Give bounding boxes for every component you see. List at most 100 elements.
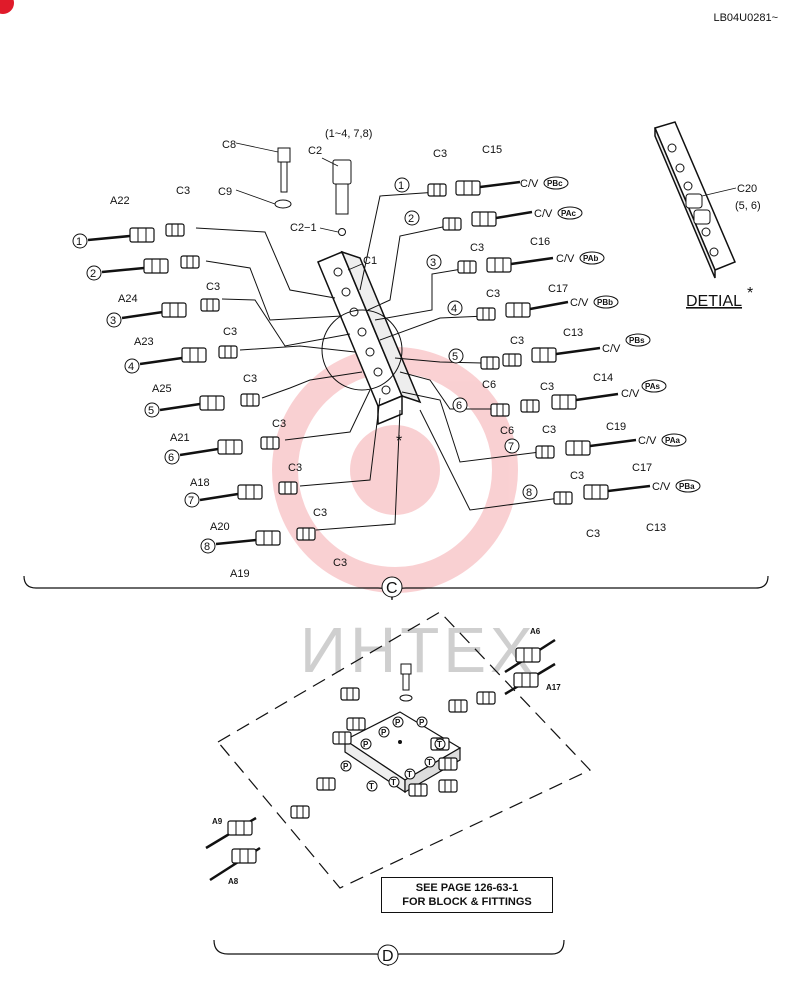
svg-text:A18: A18	[190, 477, 210, 489]
svg-text:A24: A24	[118, 293, 138, 305]
d-hoses	[205, 638, 556, 882]
svg-text:C3: C3	[243, 373, 257, 385]
svg-text:C/V: C/V	[556, 253, 575, 265]
label-c20-qty: (5, 6)	[735, 200, 761, 212]
svg-text:C/V: C/V	[638, 435, 657, 447]
svg-text:5: 5	[452, 351, 458, 363]
left-hose-labels: A22 A24 A23 A25 A21 A18 A20 A19	[110, 195, 250, 580]
svg-text:T: T	[427, 758, 432, 767]
svg-text:C3: C3	[486, 288, 500, 300]
left-port-numbers: 1 2 3 4 5 6 7 8	[72, 233, 216, 554]
svg-text:C3: C3	[540, 381, 554, 393]
svg-text:PBb: PBb	[597, 298, 613, 307]
svg-text:C17: C17	[548, 283, 568, 295]
svg-text:7: 7	[508, 441, 514, 453]
svg-text:1: 1	[76, 236, 82, 248]
svg-text:2: 2	[90, 268, 96, 280]
svg-text:C13: C13	[563, 327, 583, 339]
svg-text:C13: C13	[646, 522, 666, 534]
svg-text:A23: A23	[134, 336, 154, 348]
svg-text:2: 2	[408, 213, 414, 225]
detail-block	[653, 121, 737, 279]
label-a17: A17	[546, 683, 561, 692]
svg-text:P: P	[363, 740, 369, 749]
svg-text:5: 5	[148, 405, 154, 417]
svg-text:C3: C3	[176, 185, 190, 197]
label-a6: A6	[530, 627, 541, 636]
svg-text:4: 4	[128, 361, 134, 373]
d-fittings	[290, 663, 496, 819]
manifold-block	[317, 250, 422, 426]
section-d-letter: D	[382, 948, 394, 965]
svg-text:C3: C3	[433, 148, 447, 160]
svg-text:PAc: PAc	[561, 209, 577, 218]
c8-bolt	[277, 147, 291, 193]
note-line-2: FOR BLOCK & FITTINGS	[402, 896, 532, 908]
c2-valve	[332, 159, 352, 236]
section-c-bracket	[23, 575, 769, 601]
svg-text:C6: C6	[482, 379, 496, 391]
section-d-bracket	[213, 939, 565, 967]
svg-text:T: T	[407, 770, 412, 779]
section-d-dashed-outline	[217, 611, 592, 889]
svg-text:C3: C3	[333, 557, 347, 569]
svg-text:C3: C3	[223, 326, 237, 338]
svg-text:PAs: PAs	[645, 382, 661, 391]
svg-text:C17: C17	[632, 462, 652, 474]
svg-text:PBc: PBc	[547, 179, 563, 188]
svg-text:C16: C16	[530, 236, 550, 248]
svg-text:PBa: PBa	[679, 482, 695, 491]
svg-text:8: 8	[204, 541, 210, 553]
detail-title: DETIAL	[686, 293, 742, 310]
note-line-1: SEE PAGE 126-63-1	[415, 882, 519, 894]
svg-text:C/V: C/V	[652, 481, 671, 493]
svg-text:PBs: PBs	[629, 336, 645, 345]
svg-text:C3: C3	[510, 335, 524, 347]
svg-text:6: 6	[456, 400, 462, 412]
svg-text:C19: C19	[606, 421, 626, 433]
cv-port-bubbles: PBc PAc PAb PBb PBs PAs PAa PBa	[543, 176, 701, 493]
svg-text:C/V: C/V	[534, 208, 553, 220]
svg-text:C3: C3	[586, 528, 600, 540]
svg-text:6: 6	[168, 452, 174, 464]
svg-text:P: P	[395, 718, 401, 727]
label-c2-1: C2−1	[290, 222, 317, 234]
svg-text:C/V: C/V	[602, 343, 621, 355]
svg-text:C/V: C/V	[570, 297, 589, 309]
left-hoses	[87, 223, 316, 546]
svg-text:C3: C3	[313, 507, 327, 519]
svg-text:A22: A22	[110, 195, 130, 207]
label-c20: C20	[737, 183, 757, 195]
label-a8: A8	[228, 877, 239, 886]
svg-text:C3: C3	[470, 242, 484, 254]
svg-text:C3: C3	[570, 470, 584, 482]
label-a9: A9	[212, 817, 223, 826]
svg-text:C3: C3	[272, 418, 286, 430]
section-c-marker	[381, 576, 403, 598]
svg-text:4: 4	[451, 303, 457, 315]
svg-text:C3: C3	[206, 281, 220, 293]
svg-text:T: T	[391, 778, 396, 787]
svg-text:T: T	[369, 782, 374, 791]
corner-badge	[0, 0, 14, 14]
svg-text:A25: A25	[152, 383, 172, 395]
right-hoses	[427, 180, 651, 505]
svg-text:A20: A20	[210, 521, 230, 533]
svg-text:1: 1	[398, 180, 404, 192]
svg-text:PAa: PAa	[665, 436, 681, 445]
detail-star: *	[747, 285, 753, 302]
routing-lines	[195, 191, 561, 531]
c9-washer	[274, 199, 292, 209]
label-c8: C8	[222, 139, 236, 151]
right-labels: C3 C15 C/V C3 C16 C/V C3 C17 C/V C3 C13 …	[433, 144, 671, 540]
svg-text:A19: A19	[230, 568, 250, 580]
right-port-numbers: 1 2 3 4 5 6 7 8	[394, 177, 538, 500]
left-fit-labels: C3 C3 C3 C3 C3 C3 C3 C3	[176, 185, 347, 569]
svg-text:3: 3	[430, 257, 436, 269]
detail-circle	[321, 309, 403, 391]
svg-text:8: 8	[526, 487, 532, 499]
label-c2: C2	[308, 145, 322, 157]
svg-text:P: P	[381, 728, 387, 737]
document-code: LB04U0281~	[713, 12, 778, 24]
